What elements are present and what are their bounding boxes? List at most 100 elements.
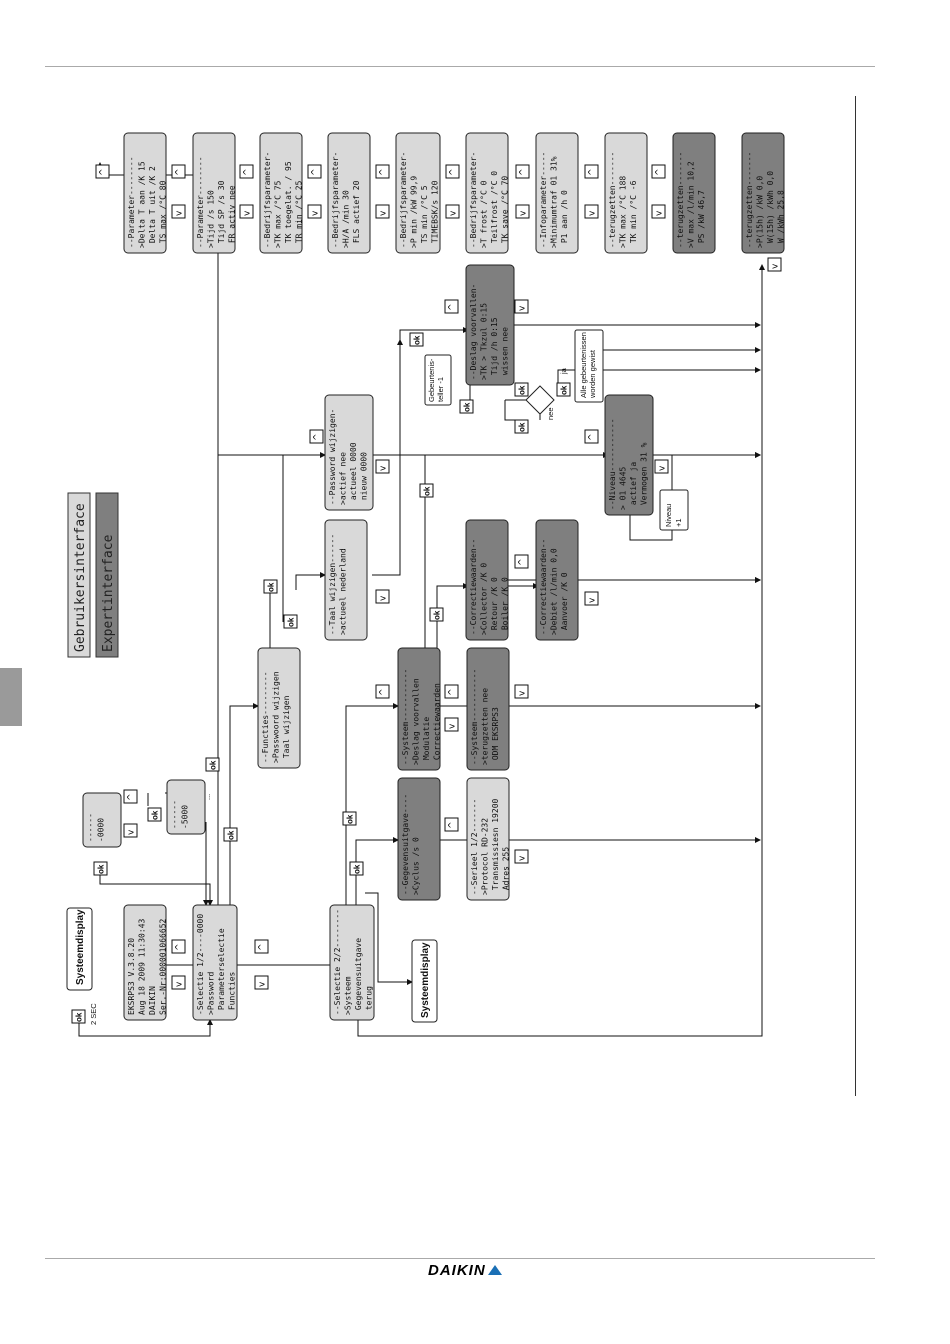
screen-line: Functies	[228, 971, 237, 1015]
screen-line: >T frost /°C 0	[480, 180, 489, 248]
no-label: nee	[546, 407, 555, 420]
screen-line: Aug 18 2009 11:30:43	[138, 918, 147, 1015]
screen-line: Transmissiesn 19200	[491, 798, 500, 895]
screen-line: W(15h) /kWh 0,0	[766, 171, 775, 248]
down-button[interactable]: v	[375, 204, 390, 219]
svg-text:^: ^	[655, 168, 665, 176]
ok-button[interactable]: ok	[429, 607, 444, 622]
down-button[interactable]: v	[171, 204, 186, 219]
ok-button[interactable]: ok	[349, 861, 364, 876]
down-button[interactable]: v	[654, 459, 669, 474]
down-button[interactable]: v	[651, 204, 666, 219]
svg-text:-------5000: -------5000	[170, 800, 190, 829]
ok-button[interactable]: ok	[514, 382, 529, 397]
up-button[interactable]: ^	[514, 554, 529, 569]
svg-text:^: ^	[175, 168, 185, 176]
svg-text:v: v	[258, 981, 268, 987]
down-button[interactable]: v	[375, 459, 390, 474]
ok-button[interactable]: ok	[147, 807, 162, 822]
screen-password-entry: -------0000	[82, 792, 122, 848]
ok-button[interactable]: ok	[459, 399, 474, 414]
ok-button[interactable]: ok	[205, 757, 220, 772]
down-button[interactable]: v	[239, 204, 254, 219]
screen-line: TK toegelat. / 95	[284, 161, 293, 248]
ok-button[interactable]: ok	[514, 419, 529, 434]
screen-systeem: --Systeem----------->Deslag voorvallen M…	[397, 647, 442, 771]
down-button[interactable]: v	[584, 204, 599, 219]
screen-line: --Bedrijfsparameter-	[331, 152, 340, 248]
down-button[interactable]: v	[254, 975, 269, 990]
up-button[interactable]: ^	[584, 164, 599, 179]
ok-button[interactable]: ok	[409, 332, 424, 347]
legend-user-interface: Gebruikersinterface	[67, 492, 91, 658]
svg-text:--Taal wijzigen------>actueel: --Taal wijzigen------>actueel nederland	[328, 534, 348, 635]
screen-line: nieuw 0000	[360, 452, 369, 505]
up-button[interactable]: ^	[375, 684, 390, 699]
screen-line: --terugzetten-------	[745, 152, 754, 248]
down-button[interactable]: v	[444, 717, 459, 732]
svg-text:ok: ok	[227, 830, 236, 840]
down-button[interactable]: v	[171, 975, 186, 990]
svg-text:v: v	[311, 210, 321, 216]
up-button[interactable]: ^	[171, 939, 186, 954]
top-rule	[45, 66, 875, 67]
screen-line: --Taal wijzigen------	[328, 534, 337, 635]
down-button[interactable]: v	[123, 823, 138, 838]
svg-text:--Infoparameter----->Minimumtr: --Infoparameter----->Minimumtraf 01 31% …	[539, 152, 569, 248]
up-button[interactable]: ^	[445, 164, 460, 179]
connector	[399, 327, 469, 340]
down-button[interactable]: v	[445, 204, 460, 219]
up-button[interactable]: ^	[123, 789, 138, 804]
daikin-logo: DAIKIN	[428, 1262, 502, 1279]
up-button[interactable]: ^	[444, 817, 459, 832]
ok-button[interactable]: ok	[342, 811, 357, 826]
up-button[interactable]: ^	[444, 684, 459, 699]
down-button[interactable]: v	[515, 204, 530, 219]
connector	[372, 339, 403, 576]
screen-line: --Infoparameter-----	[539, 152, 548, 248]
down-button[interactable]: v	[375, 589, 390, 604]
up-button[interactable]: ^	[309, 429, 324, 444]
down-button[interactable]: v	[307, 204, 322, 219]
ok-button[interactable]: ok	[93, 861, 108, 876]
ok-button[interactable]: ok	[419, 483, 434, 498]
event-counter-box: Gebeurtenis-teller -1	[424, 354, 452, 406]
up-button[interactable]: ^	[95, 164, 110, 179]
screen-line: >Protocol RD-232	[481, 818, 490, 895]
ellipsis: ...	[203, 794, 212, 800]
screen-line: TS min /°C 5	[420, 185, 429, 248]
screen-p10: --terugzetten------->P(15h) /kW 0,0 W(15…	[741, 132, 786, 254]
svg-text:^: ^	[258, 943, 268, 951]
screen-line: --Serieel 1/2-------	[470, 799, 479, 895]
screen-line: actueel 0000	[349, 442, 358, 505]
up-button[interactable]: ^	[375, 164, 390, 179]
svg-text:--Functies--------->Passwoord: --Functies--------->Passwoord wijzigen T…	[261, 671, 291, 763]
screen-line: terug	[365, 986, 374, 1015]
up-button[interactable]: ^	[515, 164, 530, 179]
screen-line: >Delta T aan /K 15	[138, 161, 147, 248]
up-button[interactable]: ^	[444, 299, 459, 314]
svg-text:^: ^	[175, 943, 185, 951]
svg-text:^: ^	[518, 558, 528, 566]
ok-button[interactable]: ok	[71, 1009, 86, 1024]
svg-text:v: v	[379, 595, 389, 601]
ok-button[interactable]: ok	[263, 579, 278, 594]
up-button[interactable]: ^	[254, 939, 269, 954]
up-button[interactable]: ^	[307, 164, 322, 179]
screen-line: Ser.-Nr:000001066652	[159, 918, 168, 1015]
down-button[interactable]: v	[767, 257, 782, 272]
down-button[interactable]: v	[514, 849, 529, 864]
down-button[interactable]: v	[514, 299, 529, 314]
screen-line: Tijd SP /s 30	[217, 180, 226, 248]
up-button[interactable]: ^	[584, 429, 599, 444]
down-button[interactable]: v	[514, 684, 529, 699]
up-button[interactable]: ^	[651, 164, 666, 179]
ok-button[interactable]: ok	[223, 827, 238, 842]
up-button[interactable]: ^	[171, 164, 186, 179]
up-button[interactable]: ^	[239, 164, 254, 179]
svg-text:v: v	[519, 210, 529, 216]
ok-button[interactable]: ok	[556, 382, 571, 397]
down-button[interactable]: v	[584, 591, 599, 606]
ok-button[interactable]: ok	[283, 614, 298, 629]
